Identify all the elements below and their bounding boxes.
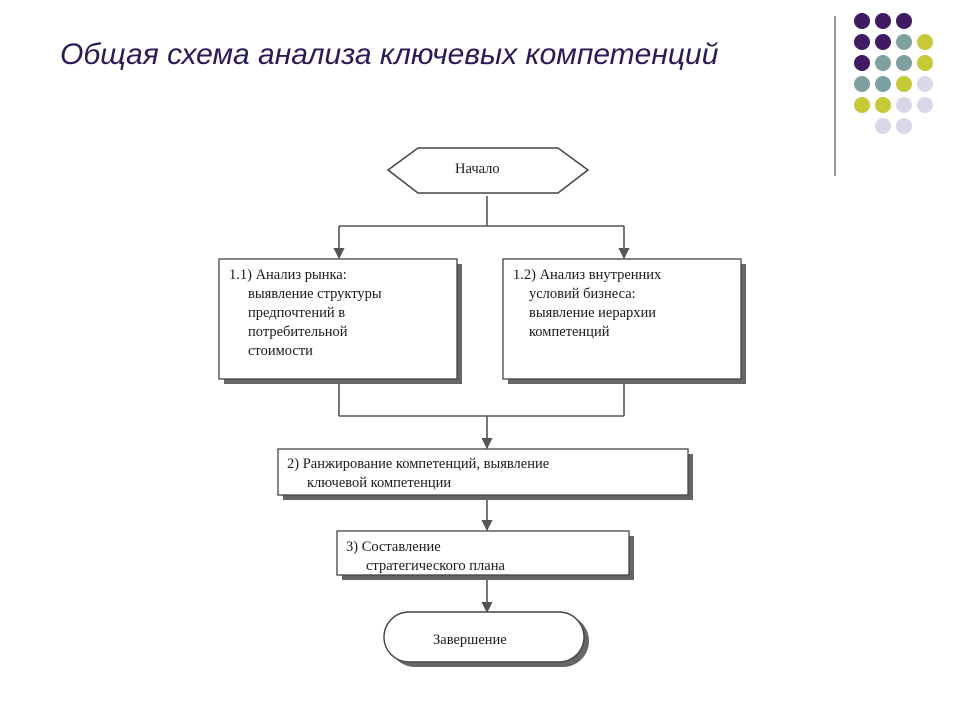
box-3-shape [336, 530, 630, 576]
decorative-dot [854, 97, 870, 113]
decorative-dot [896, 55, 912, 71]
decorative-dot [854, 13, 870, 29]
slide-title: Общая схема анализа ключевых компетенций [60, 38, 719, 71]
box-1-2-line: 1.2) Анализ внутренних [513, 267, 662, 283]
box-1-1-line: потребительной [248, 324, 348, 340]
decorative-dot [875, 97, 891, 113]
decorative-dot [917, 34, 933, 50]
decorative-dot [896, 13, 912, 29]
box-1-2-shape [502, 258, 742, 380]
box-1-1-line: предпочтений в [248, 305, 346, 321]
box-1-1-shape [218, 258, 458, 380]
decorative-dot [896, 97, 912, 113]
decorative-dot [917, 55, 933, 71]
decorative-dot [875, 118, 891, 134]
box-1-1-line: 1.1) Анализ рынка: [229, 267, 347, 283]
box-2-line: 2) Ранжирование компетенций, выявление [287, 456, 550, 472]
decorative-dot [917, 76, 933, 92]
box-1-2-line: выявление иерархии [529, 305, 657, 321]
box-2-text: 2) Ранжирование компетенций, выявление к… [287, 455, 549, 493]
box-3-line: 3) Составление [346, 539, 441, 555]
box-1-1-line: выявление структуры [248, 286, 382, 302]
connectors [333, 196, 630, 614]
decorative-dot [896, 76, 912, 92]
start-node-shape [386, 147, 590, 194]
start-node-label: Начало [455, 161, 500, 177]
decorative-dot [854, 34, 870, 50]
end-node-label: Завершение [433, 632, 507, 648]
decorative-dot [917, 97, 933, 113]
decorative-dot [854, 55, 870, 71]
box-1-2-text: 1.2) Анализ внутренних условий бизнеса: … [513, 266, 661, 342]
end-node-shape [383, 611, 585, 663]
box-1-2-line: условий бизнеса: [529, 286, 636, 302]
box-1-1-line: стоимости [248, 343, 313, 359]
decorative-dot [875, 55, 891, 71]
decorative-dot [854, 76, 870, 92]
decorative-dot [875, 13, 891, 29]
box-2-shape [277, 448, 689, 496]
box-1-2-line: компетенций [529, 324, 610, 340]
decorative-dot [875, 34, 891, 50]
decorative-dot [896, 118, 912, 134]
box-3-line: стратегического плана [366, 558, 505, 574]
box-3-text: 3) Составление стратегического плана [346, 538, 505, 576]
box-1-1-text: 1.1) Анализ рынка: выявление структуры п… [229, 266, 382, 361]
decorative-divider [834, 16, 836, 176]
decorative-dot [896, 34, 912, 50]
decorative-dot [875, 76, 891, 92]
box-2-line: ключевой компетенции [307, 475, 452, 491]
